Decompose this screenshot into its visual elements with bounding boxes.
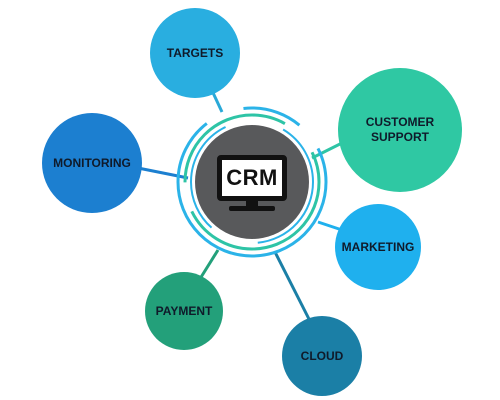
- computer-monitor-icon: CRM: [217, 155, 287, 215]
- node-targets-label: TARGETS: [166, 45, 224, 60]
- node-cloud: CLOUD: [282, 316, 362, 396]
- node-customer-support: CUSTOMER SUPPORT: [338, 68, 462, 192]
- connector-cloud: [273, 251, 314, 326]
- node-cloud-label: CLOUD: [300, 348, 344, 363]
- node-monitoring: MONITORING: [42, 113, 142, 213]
- node-monitoring-label: MONITORING: [53, 155, 131, 170]
- monitor-base: [229, 206, 275, 211]
- node-marketing: MARKETING: [335, 204, 421, 290]
- crm-title: CRM: [226, 165, 278, 190]
- monitor-neck: [246, 200, 258, 207]
- node-customer-support-label: CUSTOMER SUPPORT: [365, 115, 435, 144]
- node-payment-label: PAYMENT: [155, 303, 213, 318]
- node-targets: TARGETS: [150, 8, 240, 98]
- hub-ring-inner: [183, 113, 321, 251]
- node-payment: PAYMENT: [145, 272, 223, 350]
- node-marketing-label: MARKETING: [341, 239, 415, 254]
- hub-ring-accent: [190, 120, 314, 244]
- hub-ring-outer: [176, 106, 328, 258]
- monitor-screen: CRM: [217, 155, 287, 201]
